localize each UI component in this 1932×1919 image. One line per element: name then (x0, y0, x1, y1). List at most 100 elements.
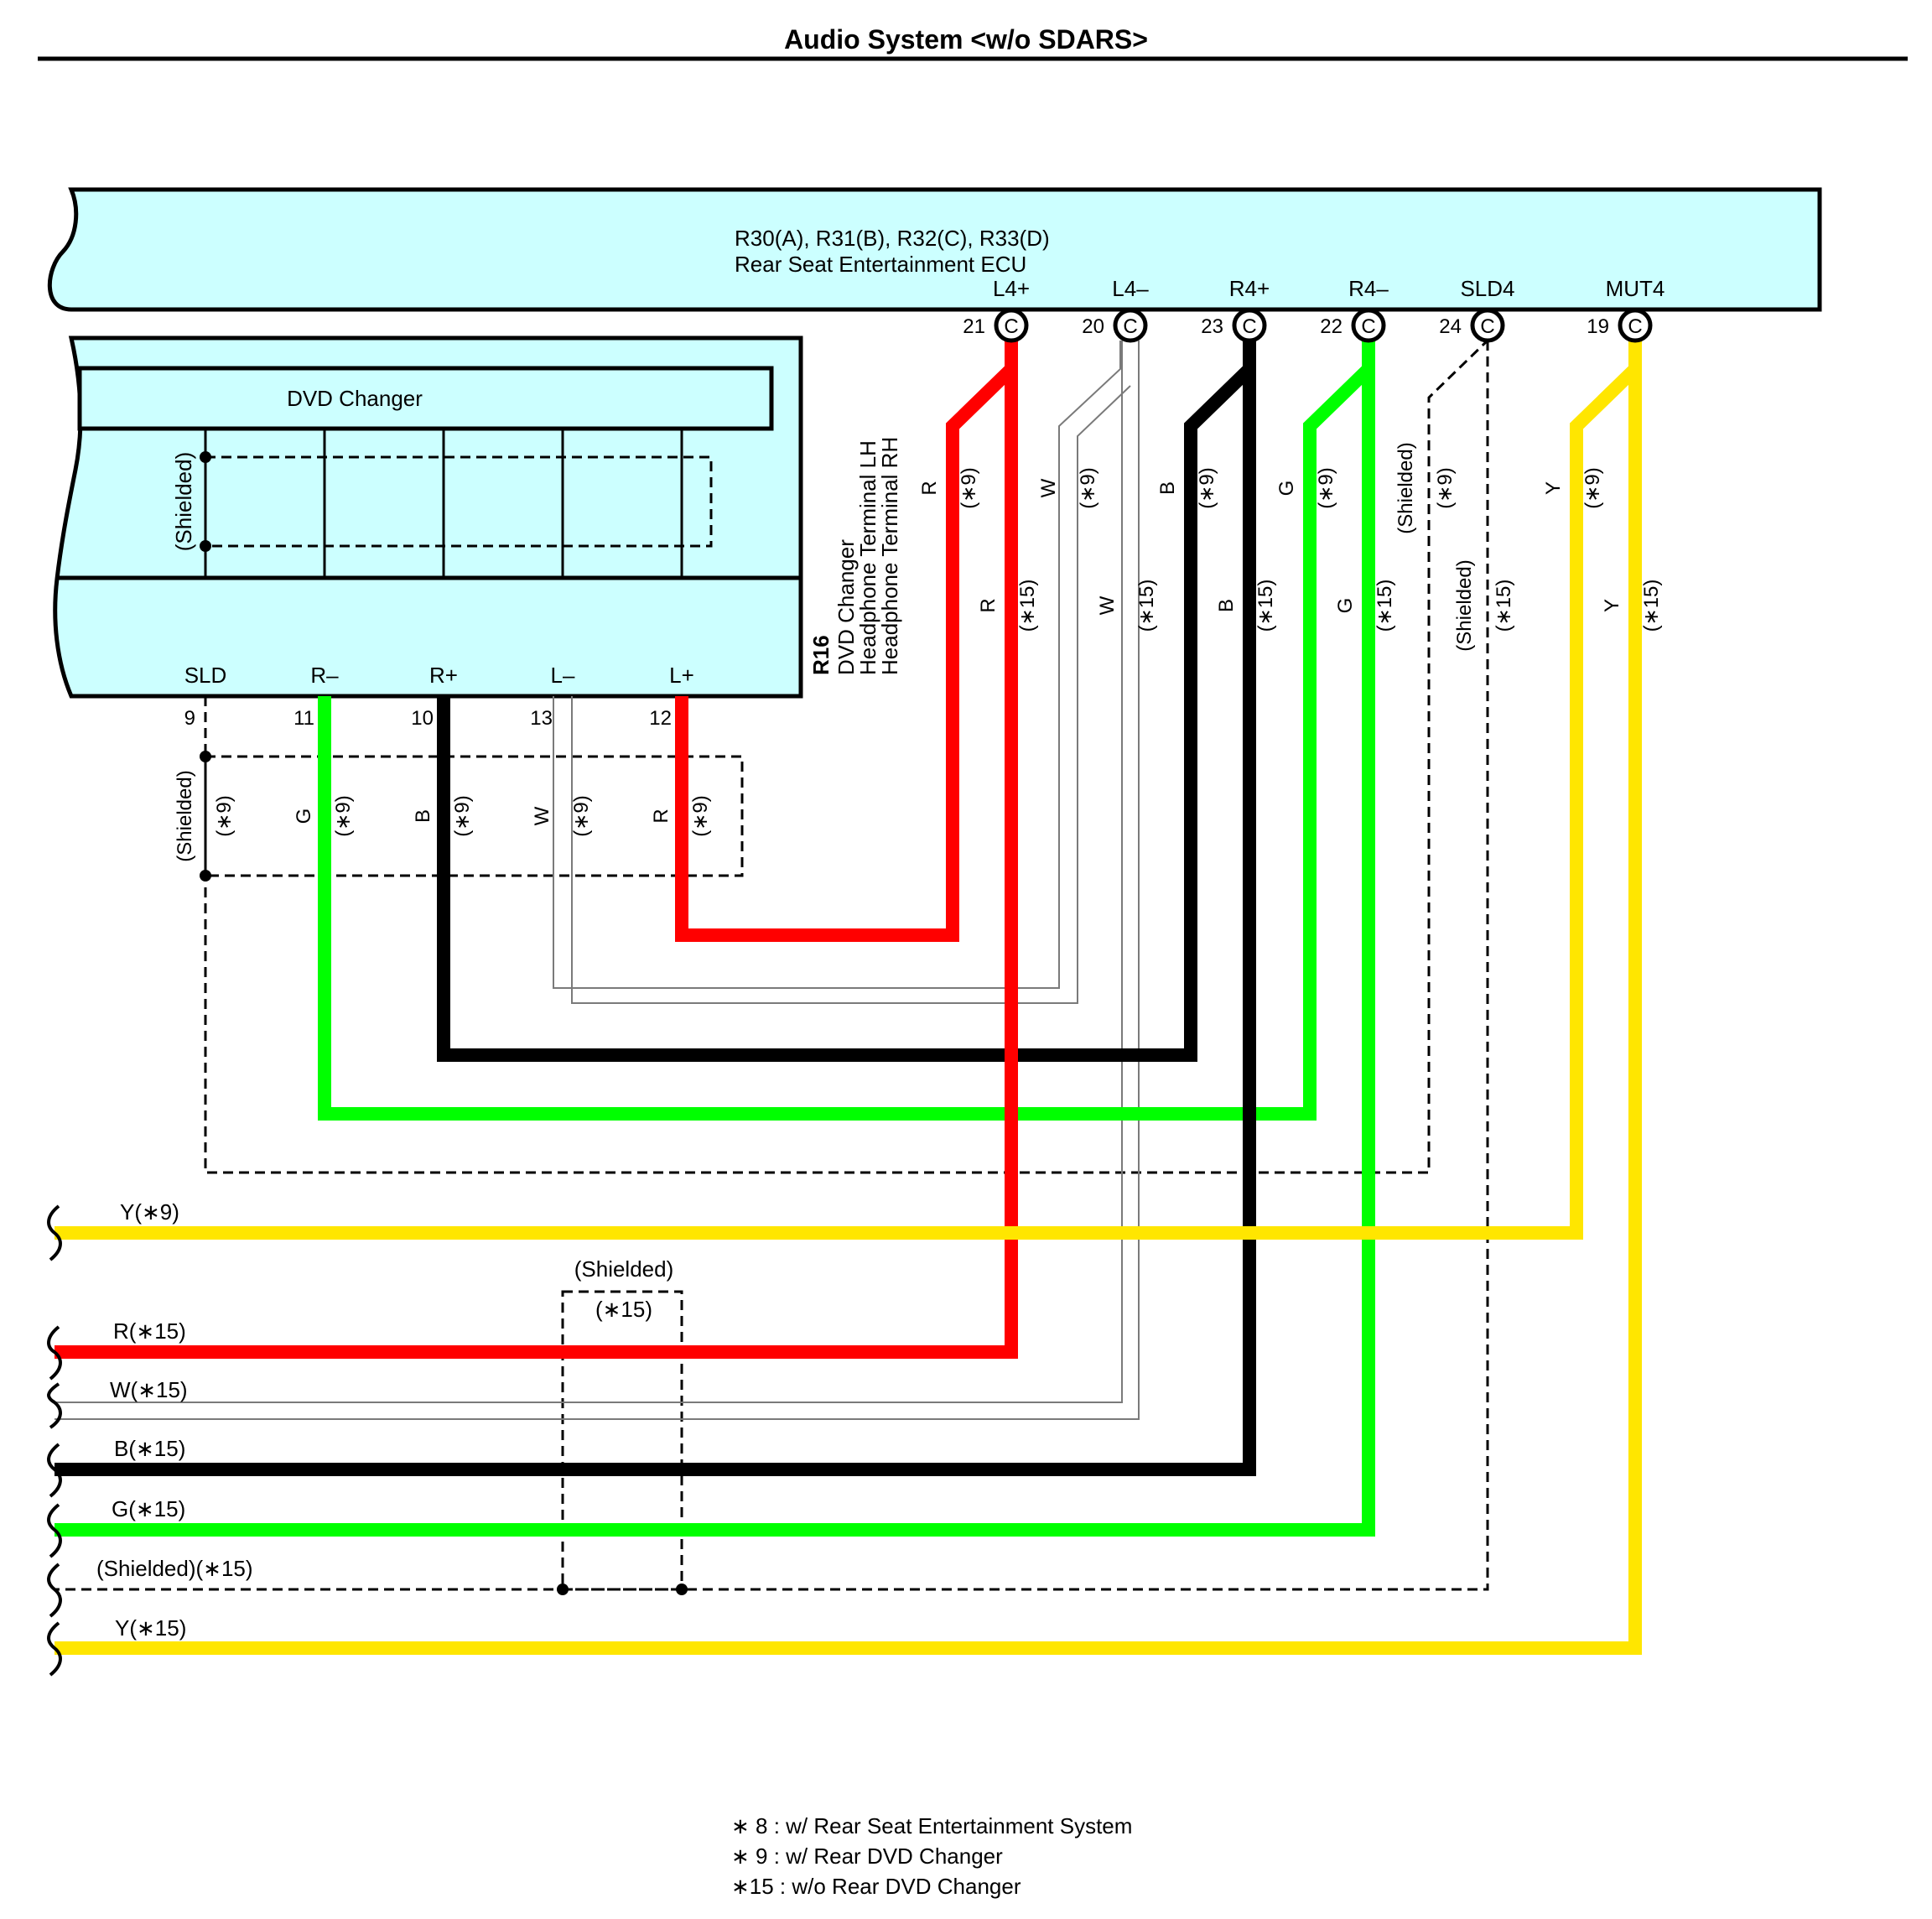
pin-number-24: 24 (1439, 315, 1462, 338)
wire-note-w15: (∗15) (1135, 580, 1158, 632)
wire-note-r9: (∗9) (958, 467, 980, 508)
wire-label-r15: R (977, 598, 1000, 612)
terminal-label-mut4: MUT4 (1606, 276, 1665, 301)
dvd-changer-box: DVD Changer (Shielded) SLD R– R+ L– L+ (53, 335, 803, 699)
left-label-b15: B(∗15) (114, 1436, 185, 1461)
dvd-wire-note-r: (∗9) (689, 795, 712, 836)
terminal-label-l-minus: L– (551, 663, 575, 688)
wire-note-r15: (∗15) (1016, 580, 1039, 632)
ecu-wire-labels: R (∗9) R (∗15) W (∗9) W (∗15) B (∗9) B (… (918, 442, 1663, 651)
wire-label-shield9: (Shielded) (1394, 442, 1417, 533)
ecu-terminals: L4+ L4– R4+ R4– SLD4 MUT4 21 20 23 22 24… (963, 276, 1665, 338)
connector-c-19: C (1628, 315, 1642, 338)
bottom-shield-label: (Shielded) (574, 1256, 674, 1282)
terminal-label-r-minus: R– (310, 663, 339, 688)
pin-number-20: 20 (1082, 315, 1104, 338)
black-wires (55, 341, 1256, 1476)
headphone-line-3: Headphone Terminal RH (877, 437, 902, 675)
dvd-changer-name: DVD Changer (287, 386, 423, 411)
left-label-g15: G(∗15) (112, 1496, 185, 1521)
pin-number-21: 21 (963, 315, 985, 338)
wire-label-y9: Y (1542, 481, 1565, 495)
terminal-label-r-plus: R+ (429, 663, 458, 688)
shield-wires (55, 339, 1489, 1591)
white-wires (55, 341, 1140, 1420)
wire-label-b9: B (1156, 481, 1179, 495)
wire-label-g9: G (1275, 481, 1298, 497)
pin-number-23: 23 (1201, 315, 1223, 338)
wire-note-g15: (∗15) (1374, 580, 1396, 632)
wire-note-y9: (∗9) (1581, 467, 1604, 508)
pin-number-10: 10 (411, 707, 434, 730)
wire-label-w15: W (1096, 595, 1119, 615)
ecu-connector-pins: C C C C C C (994, 308, 1653, 343)
bottom-shield-note: (∗15) (595, 1297, 652, 1322)
dvd-wire-label-shield: (Shielded) (174, 770, 196, 861)
left-label-shield15: (Shielded)(∗15) (96, 1556, 253, 1581)
dvd-wire-note-b: (∗9) (451, 795, 474, 836)
wire-note-g9: (∗9) (1315, 467, 1337, 508)
ecu-connectors: R30(A), R31(B), R32(C), R33(D) (735, 226, 1050, 251)
connector-c-23: C (1242, 315, 1256, 338)
connector-c-24: C (1480, 315, 1494, 338)
headphone-terminal-labels: R16 DVD Changer Headphone Terminal LH He… (808, 437, 902, 675)
terminal-label-l4-minus: L4– (1112, 276, 1149, 301)
dvd-wire-label-g: G (293, 809, 315, 824)
left-wire-labels: Y(∗9) R(∗15) W(∗15) B(∗15) G(∗15) (Shiel… (96, 1199, 253, 1641)
dvd-wire-note-w: (∗9) (570, 795, 593, 836)
connector-c-22: C (1361, 315, 1375, 338)
terminal-label-sld4: SLD4 (1460, 276, 1514, 301)
wire-label-w9: W (1037, 478, 1060, 497)
legend-item-15: ∗15 : w/o Rear DVD Changer (731, 1874, 1021, 1899)
wire-break-marks (47, 1204, 62, 1677)
wire-note-b15: (∗15) (1254, 580, 1277, 632)
ecu-name: Rear Seat Entertainment ECU (735, 252, 1026, 277)
dvd-wire-label-w: W (531, 806, 553, 825)
ecu-box: R30(A), R31(B), R32(C), R33(D) Rear Seat… (47, 187, 1822, 312)
headphone-code: R16 (808, 635, 834, 675)
footnote-legend: ∗ 8 : w/ Rear Seat Entertainment System … (731, 1813, 1132, 1899)
wire-label-y15: Y (1601, 599, 1623, 612)
dvd-wire-label-b: B (412, 809, 434, 823)
terminal-label-r4-minus: R4– (1348, 276, 1389, 301)
wire-note-shield15: (∗15) (1493, 580, 1515, 632)
green-wires (55, 341, 1375, 1537)
connector-c-20: C (1123, 315, 1137, 338)
left-label-y9: Y(∗9) (120, 1199, 179, 1225)
yellow-wires (55, 341, 1642, 1655)
headphone-line-1: DVD Changer (834, 539, 859, 675)
left-label-w15: W(∗15) (110, 1377, 188, 1402)
red-wires (55, 341, 1018, 1359)
headphone-line-2: Headphone Terminal LH (855, 440, 880, 675)
wire-label-shield15: (Shielded) (1453, 559, 1476, 651)
wire-note-y15: (∗15) (1640, 580, 1663, 632)
dvd-wire-label-r: R (650, 809, 673, 823)
terminal-label-l4-plus: L4+ (993, 276, 1030, 301)
terminal-label-l-plus: L+ (669, 663, 694, 688)
wire-label-r9: R (918, 481, 941, 495)
terminal-label-r4-plus: R4+ (1229, 276, 1270, 301)
terminal-label-sld: SLD (184, 663, 227, 688)
page-title: Audio System <w/o SDARS> (784, 24, 1148, 55)
pin-number-13: 13 (530, 707, 553, 730)
left-label-y15: Y(∗15) (115, 1615, 186, 1641)
pin-number-12: 12 (649, 707, 672, 730)
legend-item-8: ∗ 8 : w/ Rear Seat Entertainment System (731, 1813, 1132, 1838)
connector-c-21: C (1004, 315, 1018, 338)
wire-note-w9: (∗9) (1077, 467, 1099, 508)
dvd-wire-labels: (Shielded) (∗9) G (∗9) B (∗9) W (∗9) R (… (174, 770, 712, 861)
pin-number-19: 19 (1587, 315, 1609, 338)
pin-number-9: 9 (184, 707, 195, 730)
pin-number-22: 22 (1320, 315, 1343, 338)
wire-label-b15: B (1215, 599, 1238, 612)
legend-item-9: ∗ 9 : w/ Rear DVD Changer (731, 1844, 1003, 1869)
dvd-inner-shield-label: (Shielded) (171, 452, 196, 552)
pin-number-11: 11 (293, 707, 314, 730)
dvd-wire-note-g: (∗9) (332, 795, 355, 836)
dvd-wire-note-shield: (∗9) (213, 795, 236, 836)
wire-label-g15: G (1334, 598, 1357, 614)
wire-note-b9: (∗9) (1196, 467, 1218, 508)
wire-note-shield9: (∗9) (1434, 467, 1457, 508)
left-label-r15: R(∗15) (113, 1318, 186, 1344)
